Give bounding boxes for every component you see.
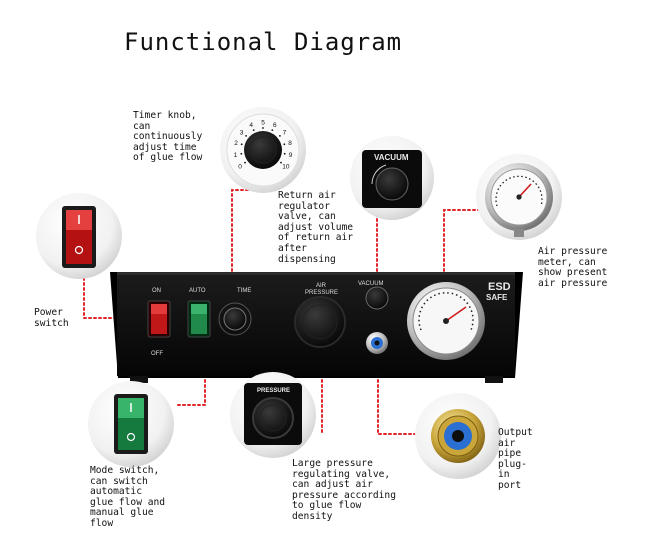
panel-label-off: OFF — [151, 351, 163, 357]
timer-dial-tick — [271, 129, 274, 132]
callout-return-air-valve: Return air regulator valve, can adjust v… — [278, 190, 354, 265]
timer-dial-tick — [283, 143, 286, 146]
timer-dial-number: 0 — [238, 163, 242, 170]
timer-dial-tick — [280, 161, 282, 164]
timer-dial-number: 9 — [289, 152, 293, 159]
callout-large-pressure-valve: Large pressure regulating valve, can adj… — [292, 458, 396, 522]
timer-dial-tick — [252, 129, 255, 132]
callout-mode-switch: Mode switch, can switch automatic glue f… — [90, 465, 166, 529]
panel-label-auto: AUTO — [189, 288, 206, 294]
panel-label-air: AIR — [316, 283, 327, 289]
bubble-timer-knob: 01 234 5 678 9 10 — [220, 107, 306, 193]
timer-dial-number: 7 — [283, 129, 287, 136]
panel-label-pressure: PRESSURE — [305, 290, 338, 296]
timer-dial-number: 6 — [273, 122, 277, 129]
timer-dial-tick — [244, 161, 246, 164]
panel-label-on: ON — [152, 288, 161, 294]
bubble-pressure-meter — [476, 154, 562, 240]
timer-dial-tick — [279, 135, 281, 137]
timer-dial-tick — [240, 152, 243, 155]
timer-dial-number: 1 — [234, 152, 238, 159]
leader-meter — [443, 209, 486, 287]
bubble-large-pressure-knob: PRESSURE — [230, 372, 316, 458]
callout-output-port: Output air pipe plug- in port — [498, 427, 533, 491]
timer-dial-tick — [245, 135, 248, 137]
bubble-vacuum-knob: VACUUM — [350, 136, 434, 220]
timer-dial-number: 5 — [261, 119, 265, 126]
callout-timer-knob: Timer knob, can continuously adjust time… — [133, 110, 203, 164]
panel-label-esd: ESD — [488, 281, 511, 293]
timer-dial-tick — [240, 143, 243, 146]
panel-label-safe: SAFE — [486, 293, 508, 302]
timer-dial-number: 8 — [288, 140, 292, 147]
timer-dial-number: 3 — [240, 129, 244, 136]
bubble-output-fitting — [415, 393, 501, 479]
timer-dial-number: 2 — [234, 140, 238, 147]
timer-dial-number: 10 — [282, 163, 290, 170]
bubble-mode-switch — [88, 381, 174, 467]
timer-dial-tick — [283, 152, 286, 155]
callout-air-pressure-meter: Air pressure meter, can show present air… — [538, 246, 608, 289]
bubble-power-switch — [36, 193, 122, 279]
panel-label-vacuum: VACUUM — [358, 281, 384, 287]
bubble-label-vacuum: VACUUM — [374, 153, 409, 162]
dispenser-panel: ON OFF AUTO TIME AIR PRESSURE VACUUM ESD… — [110, 272, 523, 383]
bubble-label-pressure: PRESSURE — [257, 388, 290, 394]
timer-dial-number: 4 — [249, 122, 253, 129]
leader-output — [377, 364, 421, 435]
timer-dial-tick — [262, 127, 264, 129]
page-title: Functional Diagram — [124, 28, 403, 56]
callout-power-switch: Power switch — [34, 307, 69, 329]
panel-label-time: TIME — [237, 288, 251, 294]
